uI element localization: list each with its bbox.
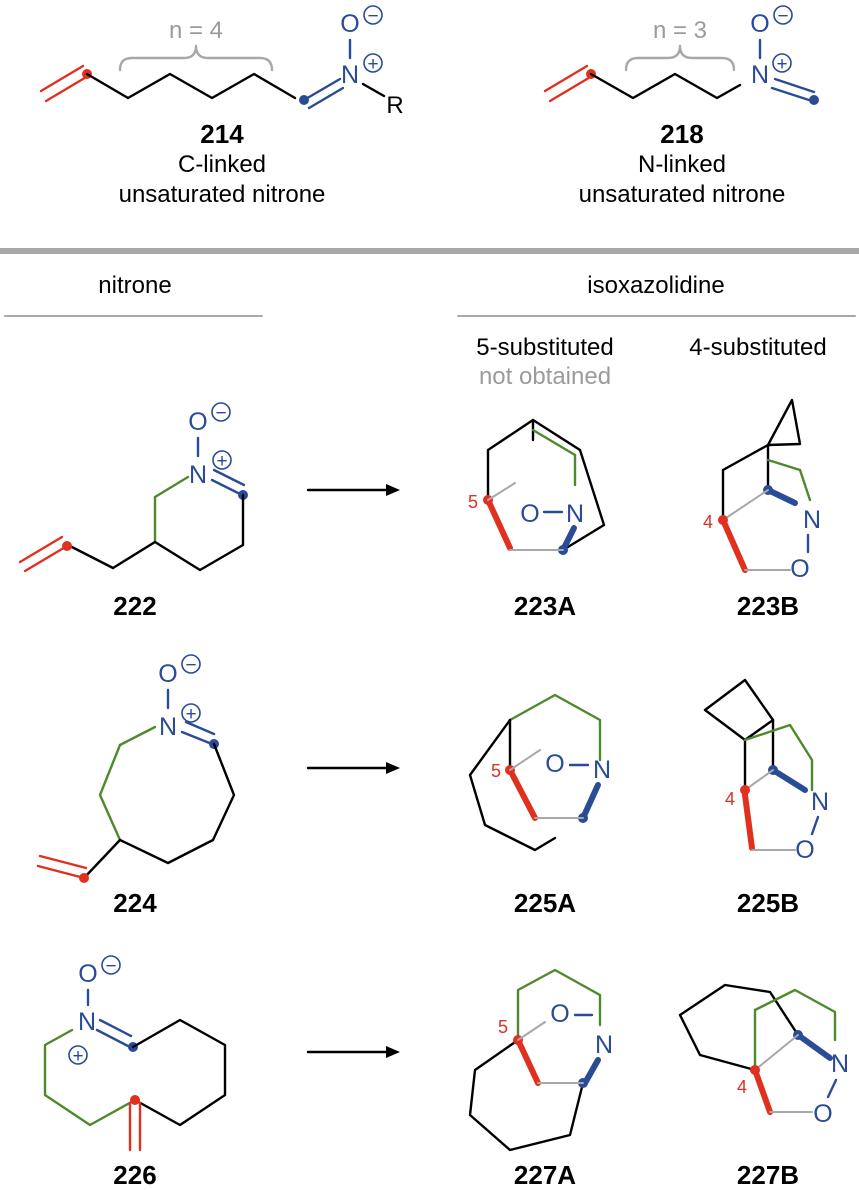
svg-text:+: + xyxy=(367,54,378,75)
compound-label: 226 xyxy=(113,1160,156,1190)
section-divider xyxy=(0,248,859,254)
svg-text:−: − xyxy=(215,403,226,424)
svg-text:+: + xyxy=(216,451,227,472)
tether-length-label: n = 4 xyxy=(169,17,223,44)
compound-label: 227B xyxy=(737,1160,799,1190)
svg-text:N: N xyxy=(566,500,584,528)
svg-text:4: 4 xyxy=(703,512,713,532)
svg-text:4: 4 xyxy=(725,789,735,809)
svg-text:O: O xyxy=(795,836,814,864)
compound-label: 223A xyxy=(514,591,576,621)
r-group-label: R xyxy=(386,92,403,119)
svg-text:−: − xyxy=(185,655,196,676)
svg-text:−: − xyxy=(777,6,788,27)
caption-line-1: C-linked xyxy=(178,151,266,178)
compound-label: 222 xyxy=(113,591,156,621)
compound-label: 223B xyxy=(737,591,799,621)
isoxazolidine-225A: 5 O N 225A xyxy=(468,693,611,918)
isoxazolidine-225B: 4 N O 225B xyxy=(703,678,829,918)
compound-label: 224 xyxy=(113,888,157,918)
svg-text:N: N xyxy=(803,506,821,534)
svg-text:O: O xyxy=(790,555,809,583)
svg-text:N: N xyxy=(831,1050,849,1078)
compound-label: 214 xyxy=(200,119,244,149)
svg-text:N: N xyxy=(189,461,207,489)
subheader-not-obtained: not obtained xyxy=(479,363,611,390)
caption-line-2: unsaturated nitrone xyxy=(579,181,786,208)
svg-text:+: + xyxy=(776,54,787,75)
n-linked-nitrone-218: n = 3 N + O − 218 N-linked unsaturated n… xyxy=(543,5,819,208)
c-linked-nitrone-214: n = 4 N + O − R 214 C-linked unsaturated… xyxy=(39,5,404,208)
tether-bracket xyxy=(118,44,274,72)
svg-text:N: N xyxy=(593,756,611,784)
svg-text:N: N xyxy=(78,1008,96,1036)
reaction-arrow xyxy=(306,762,400,774)
isoxazolidine-227B: 4 N O 227B xyxy=(678,983,849,1190)
svg-text:4: 4 xyxy=(737,1077,747,1097)
svg-text:N: N xyxy=(595,1031,613,1059)
svg-text:−: − xyxy=(367,6,378,27)
compound-label: 225B xyxy=(737,888,799,918)
svg-text:N: N xyxy=(341,61,359,89)
caption-line-1: N-linked xyxy=(638,151,726,178)
svg-text:+: + xyxy=(185,704,196,725)
svg-text:N: N xyxy=(159,713,177,741)
subheader-4-substituted: 4-substituted xyxy=(689,334,826,361)
column-header-isoxazolidine: isoxazolidine xyxy=(587,272,724,299)
svg-text:O: O xyxy=(750,10,769,38)
svg-text:O: O xyxy=(520,500,539,528)
reaction-arrow xyxy=(306,1046,400,1058)
caption-line-2: unsaturated nitrone xyxy=(119,181,326,208)
compound-label: 225A xyxy=(514,888,576,918)
nitrone-226: N + O − 226 xyxy=(43,955,227,1190)
subheader-5-substituted: 5-substituted xyxy=(476,334,613,361)
compound-label: 227A xyxy=(514,1160,576,1190)
svg-text:5: 5 xyxy=(491,761,501,781)
svg-text:O: O xyxy=(813,1100,832,1128)
svg-text:O: O xyxy=(545,750,564,778)
nitrone-224: N + O − 224 xyxy=(36,654,236,918)
svg-text:O: O xyxy=(158,660,177,688)
reaction-arrow xyxy=(306,484,400,496)
tether-length-label: n = 3 xyxy=(653,17,707,44)
svg-text:O: O xyxy=(78,960,97,988)
svg-text:N: N xyxy=(811,788,829,816)
compound-label: 218 xyxy=(660,119,703,149)
isoxazolidine-227A: 5 O N 227A xyxy=(468,968,613,1190)
svg-text:5: 5 xyxy=(498,1017,508,1037)
column-header-nitrone: nitrone xyxy=(98,272,171,299)
svg-text:O: O xyxy=(550,1000,569,1028)
isoxazolidine-223A: 5 O N 223A xyxy=(468,418,606,621)
svg-text:+: + xyxy=(72,1046,83,1067)
tether-bracket xyxy=(624,44,736,72)
svg-text:N: N xyxy=(751,61,769,89)
svg-text:O: O xyxy=(188,408,207,436)
svg-text:−: − xyxy=(105,956,116,977)
isoxazolidine-223B: 4 N O 223B xyxy=(703,398,821,621)
svg-text:O: O xyxy=(340,10,359,38)
nitrone-222: N + O − 222 xyxy=(18,402,248,621)
svg-text:5: 5 xyxy=(468,492,478,512)
